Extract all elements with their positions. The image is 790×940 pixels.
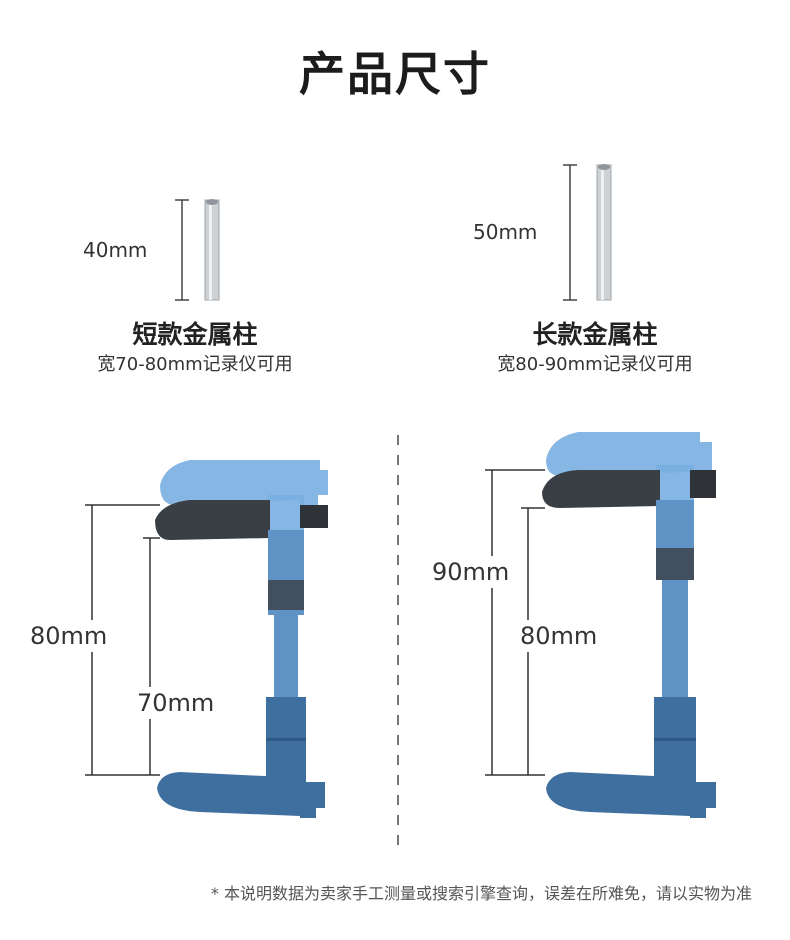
long-post-name: 长款金属柱 [532,320,658,349]
left-outer-dim-label: 80mm [30,620,108,652]
page-title: 产品尺寸 [299,47,491,101]
left-mount-illustration [85,460,328,818]
long-post-length-label: 50mm [473,220,538,244]
short-post-name: 短款金属柱 [132,320,258,349]
right-inner-dim-label: 80mm [520,620,598,652]
disclaimer-footnote: * 本说明数据为卖家手工测量或搜索引擎查询，误差在所难免，请以实物为准 [210,884,752,903]
long-post-diagram [563,164,612,301]
right-outer-dim-label: 90mm [432,556,510,588]
short-post-desc: 宽70-80mm记录仪可用 [97,354,293,375]
short-metal-post-icon [204,199,220,301]
long-post-desc: 宽80-90mm记录仪可用 [497,354,693,375]
left-inner-dim-label: 70mm [137,687,215,719]
long-metal-post-icon [596,164,612,301]
short-post-diagram [175,199,220,301]
short-post-length-label: 40mm [83,238,148,262]
